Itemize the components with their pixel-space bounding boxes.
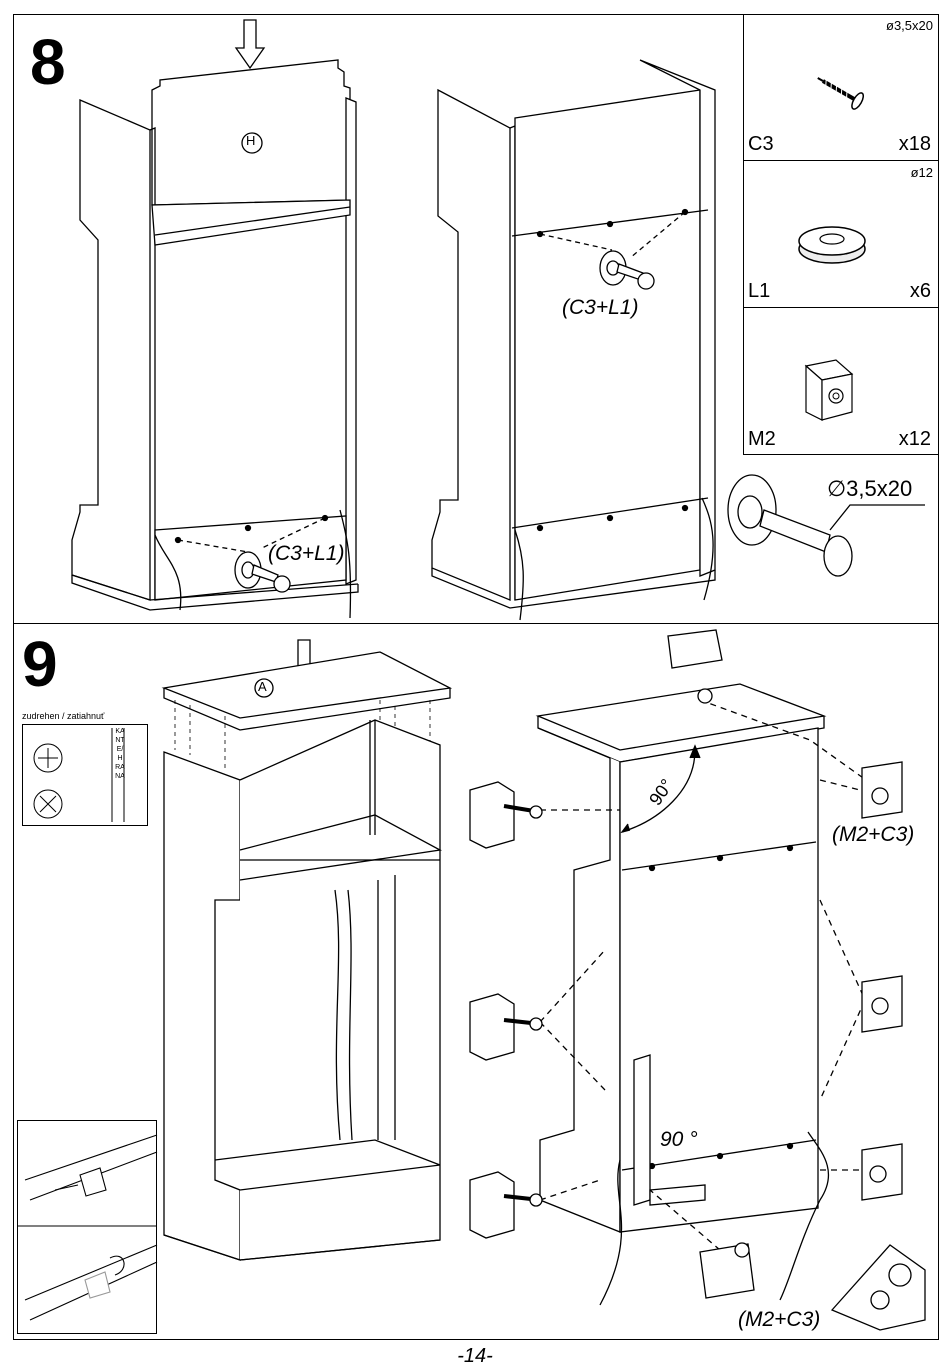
step-8-number: 8 (30, 26, 66, 98)
screw-dimension-label: ∅3,5x20 (827, 476, 913, 501)
part-c3-spec: ø3,5x20 (886, 18, 933, 33)
kante-hrana-text: KANTE/HRANA (115, 728, 125, 780)
washer-icon (798, 226, 866, 264)
step9-cabinet-right (469, 629, 926, 1331)
screw-icon (817, 77, 865, 110)
part-c3-qty: x18 (898, 133, 931, 155)
bracket-icon (804, 359, 854, 421)
bracket-left-top (469, 781, 543, 849)
angle-label-bottom: 90 ° (660, 1128, 698, 1151)
m2c3-label-bottom: (M2+C3) (738, 1308, 821, 1331)
part-m2-code: M2 (748, 428, 776, 450)
part-l1: ø12 L1 x6 (744, 161, 939, 308)
tighten-caption: zudrehen / zatiahnuť (22, 711, 105, 721)
step8-cabinet-left (71, 19, 359, 619)
step-divider (13, 623, 939, 624)
part-l1-qty: x6 (909, 280, 931, 302)
c3l1-label-left: (C3+L1) (268, 542, 345, 565)
page-frame (13, 14, 939, 1340)
part-m2-qty: x12 (898, 428, 931, 450)
part-l1-spec: ø12 (910, 165, 933, 180)
bracket-left-bottom (469, 1171, 543, 1239)
part-l1-code: L1 (748, 280, 771, 302)
page-number: -14- (457, 1345, 493, 1367)
part-m2: M2 x12 (744, 308, 939, 455)
parts-list: ø3,5x20 C3 x18 ø12 L1 x6 M2 (743, 14, 939, 455)
part-c3: ø3,5x20 C3 x18 (744, 14, 939, 161)
panel-a-label: A (258, 679, 267, 694)
part-c3-code: C3 (748, 133, 774, 155)
panel-h-label: H (246, 133, 256, 148)
tighten-box: KANTE/HRANA (22, 724, 148, 826)
m2c3-label-right: (M2+C3) (832, 823, 915, 846)
bracket-left-mid (469, 993, 543, 1061)
step8-cabinet-right (431, 59, 925, 621)
detail-inset (17, 1120, 157, 1334)
c3l1-label-mid: (C3+L1) (562, 296, 639, 319)
step9-cabinet-left (161, 639, 453, 1261)
step-9-number: 9 (22, 628, 58, 700)
